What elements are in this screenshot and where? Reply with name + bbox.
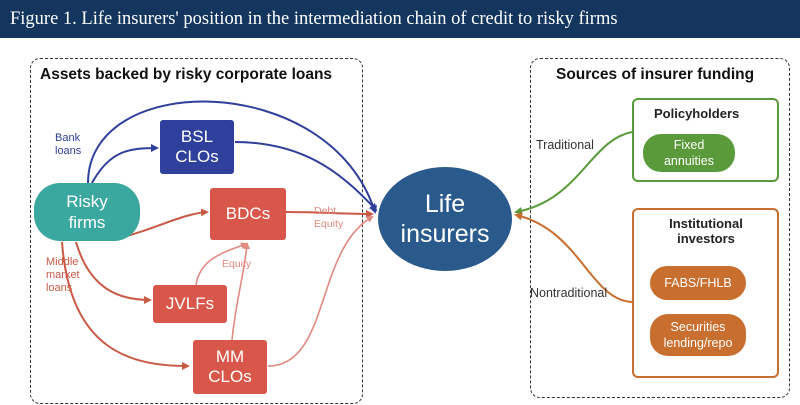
arrow-policyholders-to-insurers xyxy=(514,131,633,215)
left-panel-title: Assets backed by risky corporate loans xyxy=(40,66,333,83)
bsl-clos-node: BSL CLOs xyxy=(160,120,234,174)
middle-market-loans-label: Middle market loans xyxy=(46,256,80,294)
left-panel xyxy=(30,58,363,404)
figure-title: Figure 1. Life insurers' position in the… xyxy=(0,0,800,38)
jvlfs-node: JVLFs xyxy=(153,285,227,323)
policyholders-box xyxy=(632,98,779,182)
arrow-jvlfs-to-bdcs xyxy=(195,242,248,286)
arrow-bsl-to-insurers xyxy=(234,141,378,212)
institutional-investors-box xyxy=(632,208,779,378)
traditional-label: Traditional xyxy=(536,138,594,152)
risky-firms-node: Risky firms xyxy=(34,183,140,241)
policyholders-title: Policyholders xyxy=(654,106,740,121)
arrow-risky-to-mmclos xyxy=(61,241,190,370)
debt-equity-label: Debt Equity xyxy=(314,205,344,230)
life-insurers-node: Life insurers xyxy=(378,167,512,271)
right-panel xyxy=(530,58,790,398)
arrow-risky-to-bsl xyxy=(91,144,159,184)
institutional-investors-title: Institutional investors xyxy=(669,216,743,246)
arrow-mmclos-to-bdcs xyxy=(231,242,251,341)
arrow-bdcs-to-insurers xyxy=(285,209,374,218)
bank-loans-label: Bank loans xyxy=(55,132,82,157)
bdcs-node: BDCs xyxy=(210,188,286,240)
mm-clos-node: MM CLOs xyxy=(193,340,267,394)
nontraditional-label: Nontraditional xyxy=(530,286,608,300)
arrow-institutional-to-insurers xyxy=(514,212,633,303)
fabs-fhlb-node: FABS/FHLB xyxy=(650,266,746,300)
arrow-risky-to-jvlfs xyxy=(75,241,152,304)
fixed-annuities-node: Fixed annuities xyxy=(643,134,735,172)
securities-lending-node: Securities lending/repo xyxy=(650,314,746,356)
right-panel-title: Sources of insurer funding xyxy=(556,66,755,83)
equity-label: Equity xyxy=(222,258,252,270)
arrow-mmclos-to-insurers xyxy=(267,215,374,367)
arrow-bank-loans-to-insurers xyxy=(87,100,377,214)
